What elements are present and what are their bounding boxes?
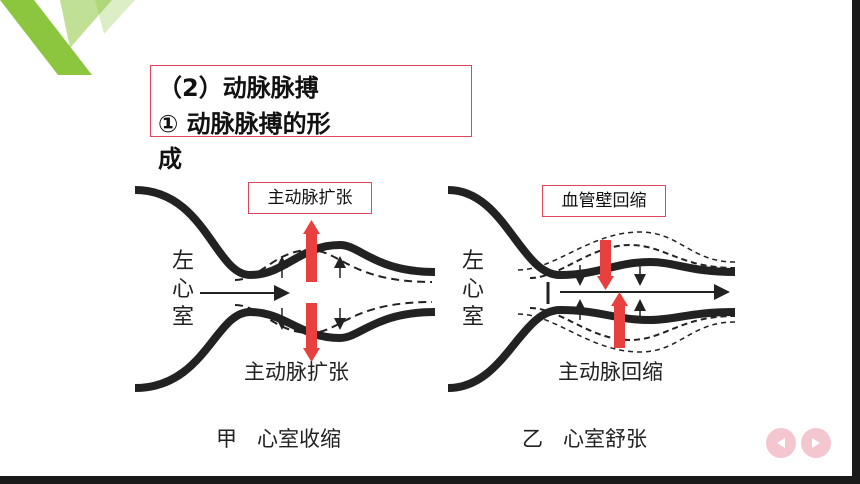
triangle-left-icon [777,438,785,448]
heading-line-1: （2）动脉脉搏 [158,74,319,102]
right-caption: 乙 心室舒张 [522,427,647,451]
callout-aorta-expand: 主动脉扩张 [248,182,372,214]
left-red-arrow-down [303,303,320,362]
prev-slide-button[interactable] [766,428,796,458]
right-chamber-label-1: 左 [462,249,484,274]
left-bottom-label: 主动脉扩张 [244,360,349,384]
right-bottom-label: 主动脉回缩 [558,360,663,384]
heading-line-3: 成 [158,145,182,173]
left-chamber-label-3: 室 [172,305,194,330]
left-caption: 甲 心室收缩 [216,427,341,451]
corner-decoration [0,0,135,75]
right-red-arrow-down [597,240,614,290]
triangle-right-icon [812,438,820,448]
left-red-arrow-up [303,220,320,282]
right-red-arrow-up [611,292,628,348]
heading-box [150,65,472,137]
next-slide-button[interactable] [801,428,831,458]
callout-wall-recoil: 血管壁回缩 [542,185,666,217]
right-panel-vessel [447,186,736,392]
left-chamber-label-1: 左 [172,249,194,274]
left-chamber-label-2: 心 [172,277,194,302]
heading-line-2: ① 动脉脉搏的形 [158,110,331,138]
right-chamber-label-3: 室 [462,305,484,330]
right-chamber-label-2: 心 [462,277,484,302]
